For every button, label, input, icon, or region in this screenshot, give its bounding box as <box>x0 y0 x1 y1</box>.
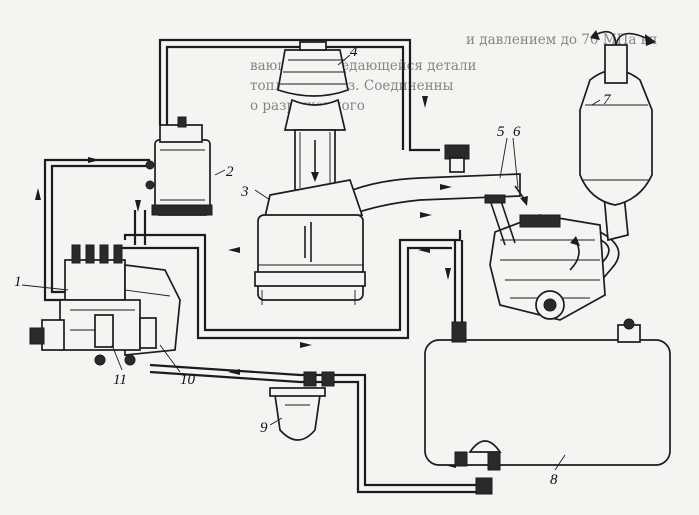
label-5: 5 <box>497 124 505 140</box>
arrow-icon <box>422 96 428 108</box>
label-8: 8 <box>550 472 558 488</box>
label-9: 9 <box>260 420 268 436</box>
arrow-icon <box>420 212 432 218</box>
label-10: 10 <box>180 372 196 388</box>
fuel-tank <box>424 318 671 495</box>
arrow-icon <box>135 200 141 212</box>
label-4: 4 <box>350 44 358 60</box>
fitting <box>444 144 470 173</box>
fuel-pipes <box>43 38 629 494</box>
sediment-filter <box>269 371 335 441</box>
arrow-icon <box>570 236 580 246</box>
engine <box>484 185 606 321</box>
arrow-icon <box>520 196 528 206</box>
label-11: 11 <box>113 372 127 388</box>
arrow-icon <box>590 30 600 40</box>
label-1: 1 <box>14 274 22 290</box>
arrow-icon <box>35 188 41 200</box>
fuel-filter <box>145 116 213 216</box>
arrow-icon <box>445 268 451 280</box>
arrow-icon <box>88 157 100 163</box>
air-cleaner-body <box>254 179 366 305</box>
label-6: 6 <box>513 124 521 140</box>
label-3: 3 <box>240 184 249 200</box>
arrow-icon <box>645 34 656 46</box>
injection-pump <box>29 244 181 366</box>
arrow-icon <box>311 172 319 182</box>
arrow-icon <box>418 247 430 253</box>
muffler <box>579 30 656 206</box>
arrow-icon <box>440 184 452 190</box>
leader-lines <box>21 54 601 471</box>
callout-labels: 1 2 3 4 5 6 7 8 9 10 11 <box>14 44 612 488</box>
air-cleaner-cap <box>277 41 349 191</box>
bg-text-line-1: и давлением до 70 МПа вп <box>466 32 657 48</box>
label-2: 2 <box>226 164 234 180</box>
arrow-icon <box>228 369 240 375</box>
label-7: 7 <box>603 92 612 108</box>
arrow-icon <box>300 342 312 348</box>
arrow-icon <box>228 247 240 253</box>
